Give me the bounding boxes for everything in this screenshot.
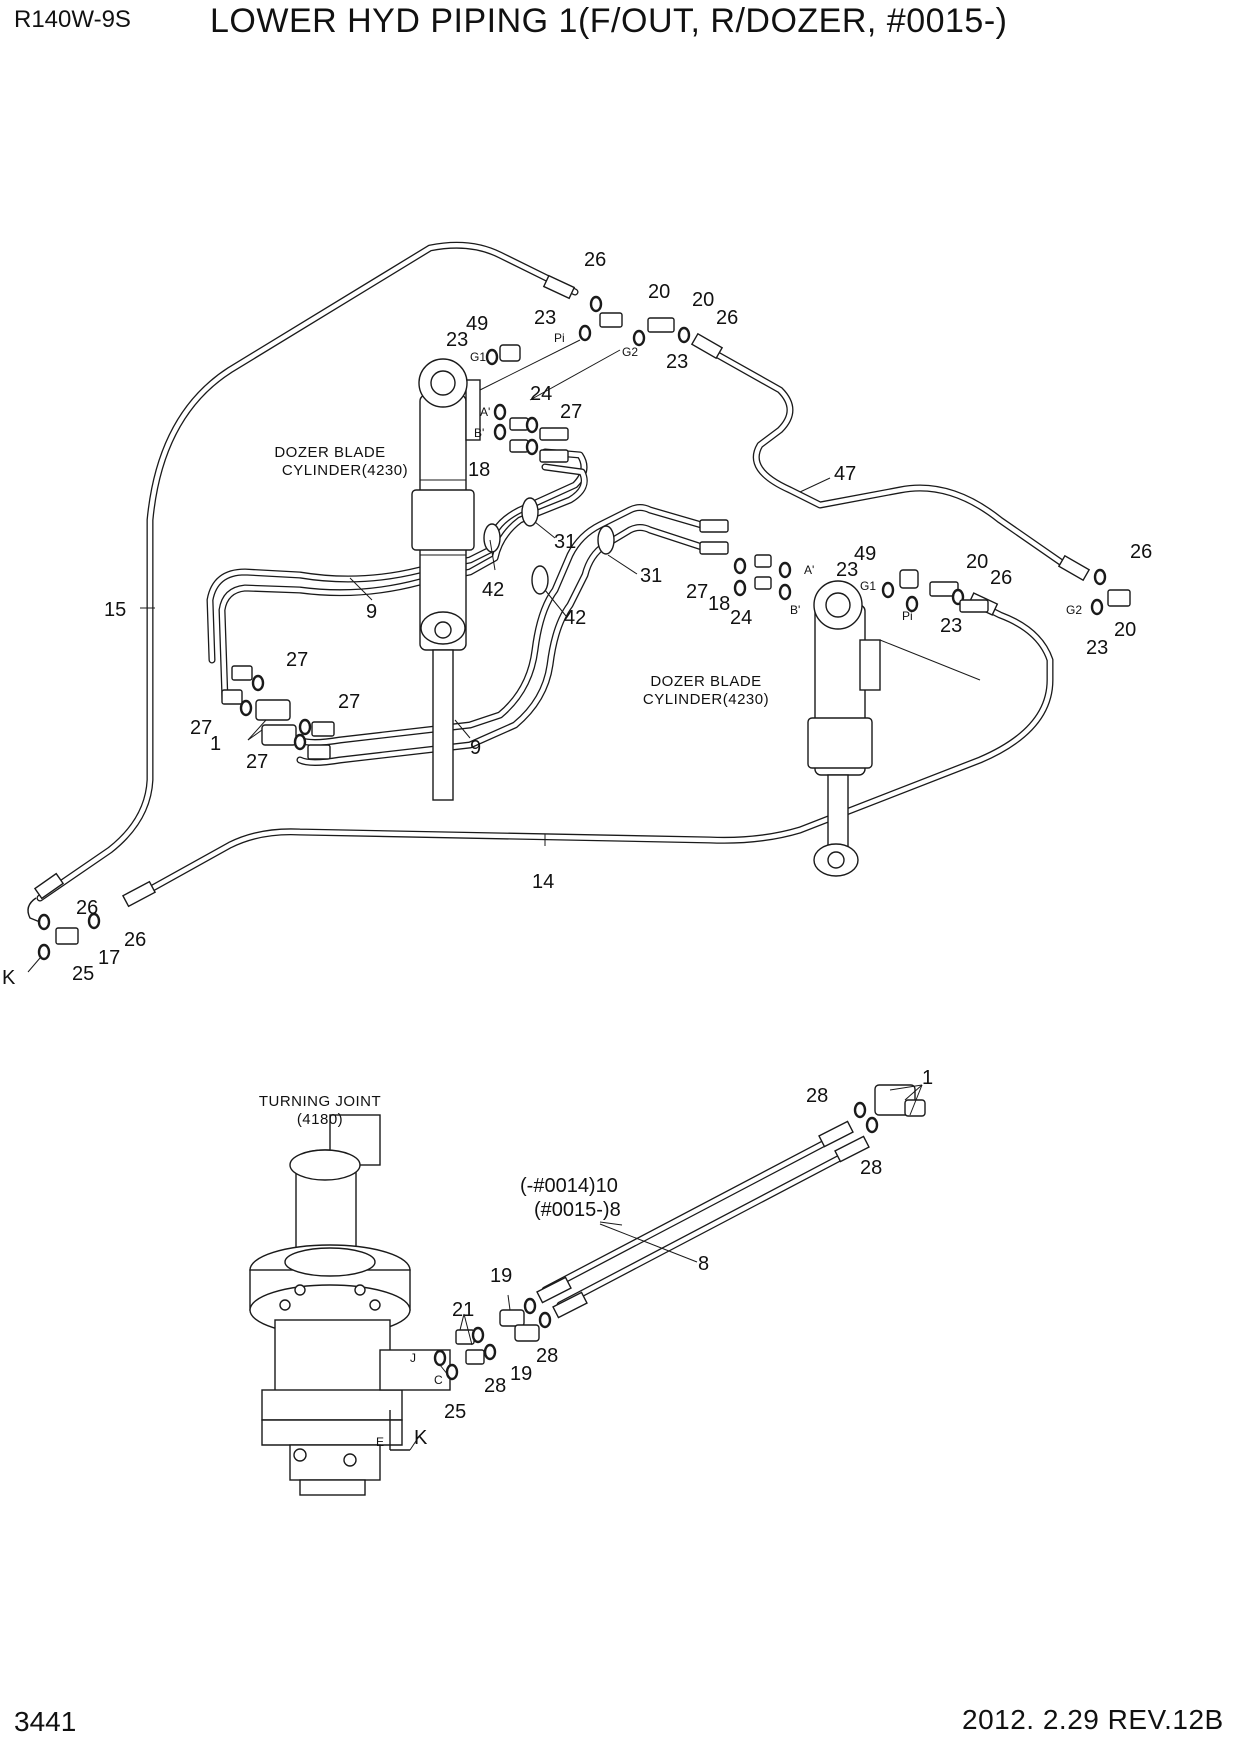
part-callout: 26 [716,307,738,329]
part-callout: 23 [446,329,468,351]
pipe-9-upper [206,448,588,704]
part-callout: 31 [554,531,576,553]
connection-label-k: K [2,967,16,989]
part-callout: 18 [468,459,490,481]
port-label: G2 [622,345,638,359]
turning-joint-label-2: (4180) [297,1111,343,1128]
model-number: R140W-9S [14,6,131,33]
port-label: G1 [470,350,486,364]
port-label: G1 [860,579,876,593]
variant-labels: (-#0014)10 (#0015-)8 [520,1175,621,1221]
part-callout: 27 [246,751,268,773]
part-callout: 28 [484,1375,506,1397]
part-callout: 17 [98,947,120,969]
hose-14 [121,592,1054,908]
dozer-cylinder-right-label-1: DOZER BLADE [650,673,761,690]
part-callout: 42 [482,579,504,601]
port-label: G2 [1066,603,1082,617]
part-callout: 8 [698,1253,709,1275]
part-callout: 26 [990,567,1012,589]
port-label: A' [804,563,814,577]
dozer-cylinder-left [411,358,481,801]
connection-labels: K K [2,967,428,1449]
part-callout: 19 [510,1363,532,1385]
part-callout: 25 [72,963,94,985]
page-title: LOWER HYD PIPING 1(F/OUT, R/DOZER, #0015… [210,2,1008,40]
port-label: B' [474,426,484,440]
part-callout: 49 [466,313,488,335]
part-callout: 15 [104,599,126,621]
turning-joint-label-1: TURNING JOINT [259,1093,381,1110]
dozer-cylinder-right [807,580,881,877]
part-callout: 1 [922,1067,933,1089]
hose-8-10 [536,1120,870,1319]
part-callout: 24 [730,607,752,629]
dozer-cylinder-right-label-2: CYLINDER(4230) [643,691,769,708]
part-callout: 23 [940,615,962,637]
part-callout: 19 [490,1265,512,1287]
part-callout: 23 [836,559,858,581]
part-callout: 26 [76,897,98,919]
dozer-cylinder-left-label-1: DOZER BLADE [274,444,385,461]
part-callout: 18 [708,593,730,615]
port-label: A' [480,405,490,419]
clamp-31-upper [483,497,539,553]
leader-lines [27,339,981,1451]
part-callout: 9 [470,737,481,759]
part-callout: 28 [860,1157,882,1179]
part-callout: 27 [686,581,708,603]
hose-47 [690,332,1091,582]
port-label: C [434,1373,443,1387]
part-callout: 23 [534,307,556,329]
part-callout: 23 [666,351,688,373]
port-label: E [376,1435,384,1449]
port-label: Pi [554,331,565,345]
port-label: Pi [902,609,913,623]
part-callout: 20 [1114,619,1136,641]
part-callout: 25 [444,1401,466,1423]
part-callout: 49 [854,543,876,565]
clamp-31-lower [531,525,615,595]
component-labels: DOZER BLADE CYLINDER(4230) DOZER BLADE C… [259,444,769,1128]
dozer-cylinder-left-label-2: CYLINDER(4230) [282,462,408,479]
part-callout: 27 [560,401,582,423]
part-callout: 21 [452,1299,474,1321]
part-callout: 14 [532,871,554,893]
part-callout: 1 [210,733,221,755]
pipe-9-lower [296,504,709,766]
part-callout: 31 [640,565,662,587]
variant-label-pre-0014: (-#0014)10 [520,1175,618,1197]
variant-label-post-0015: (#0015-)8 [534,1199,621,1221]
part-callout: 20 [648,281,670,303]
part-callout: 26 [1130,541,1152,563]
page-number: 3441 [14,1706,77,1737]
part-callout: 23 [1086,637,1108,659]
part-callout: 27 [190,717,212,739]
part-callout: 42 [564,607,586,629]
part-callout: 20 [692,289,714,311]
port-label: B' [790,603,800,617]
part-callout: 24 [530,383,552,405]
part-callout: 26 [124,929,146,951]
port-label: J [410,1351,416,1365]
revision-date: 2012. 2.29 REV.12B [962,1704,1224,1735]
part-callout: 47 [834,463,856,485]
port-labels: G1 Pi G2 A' B' A' B' G1 Pi G2 J C E [376,331,1082,1449]
part-callout: 27 [286,649,308,671]
fittings [37,295,1131,1381]
part-callout: 27 [338,691,360,713]
connection-label-k: K [414,1427,428,1449]
part-callout: 28 [536,1345,558,1367]
part-callout: 28 [806,1085,828,1107]
part-callout: 9 [366,601,377,623]
part-callout: 26 [584,249,606,271]
part-callout: 20 [966,551,988,573]
hose-15 [27,241,579,923]
part-callouts: 26 20 20 26 23 49 23 23 24 27 18 47 15 3… [72,249,1152,1423]
